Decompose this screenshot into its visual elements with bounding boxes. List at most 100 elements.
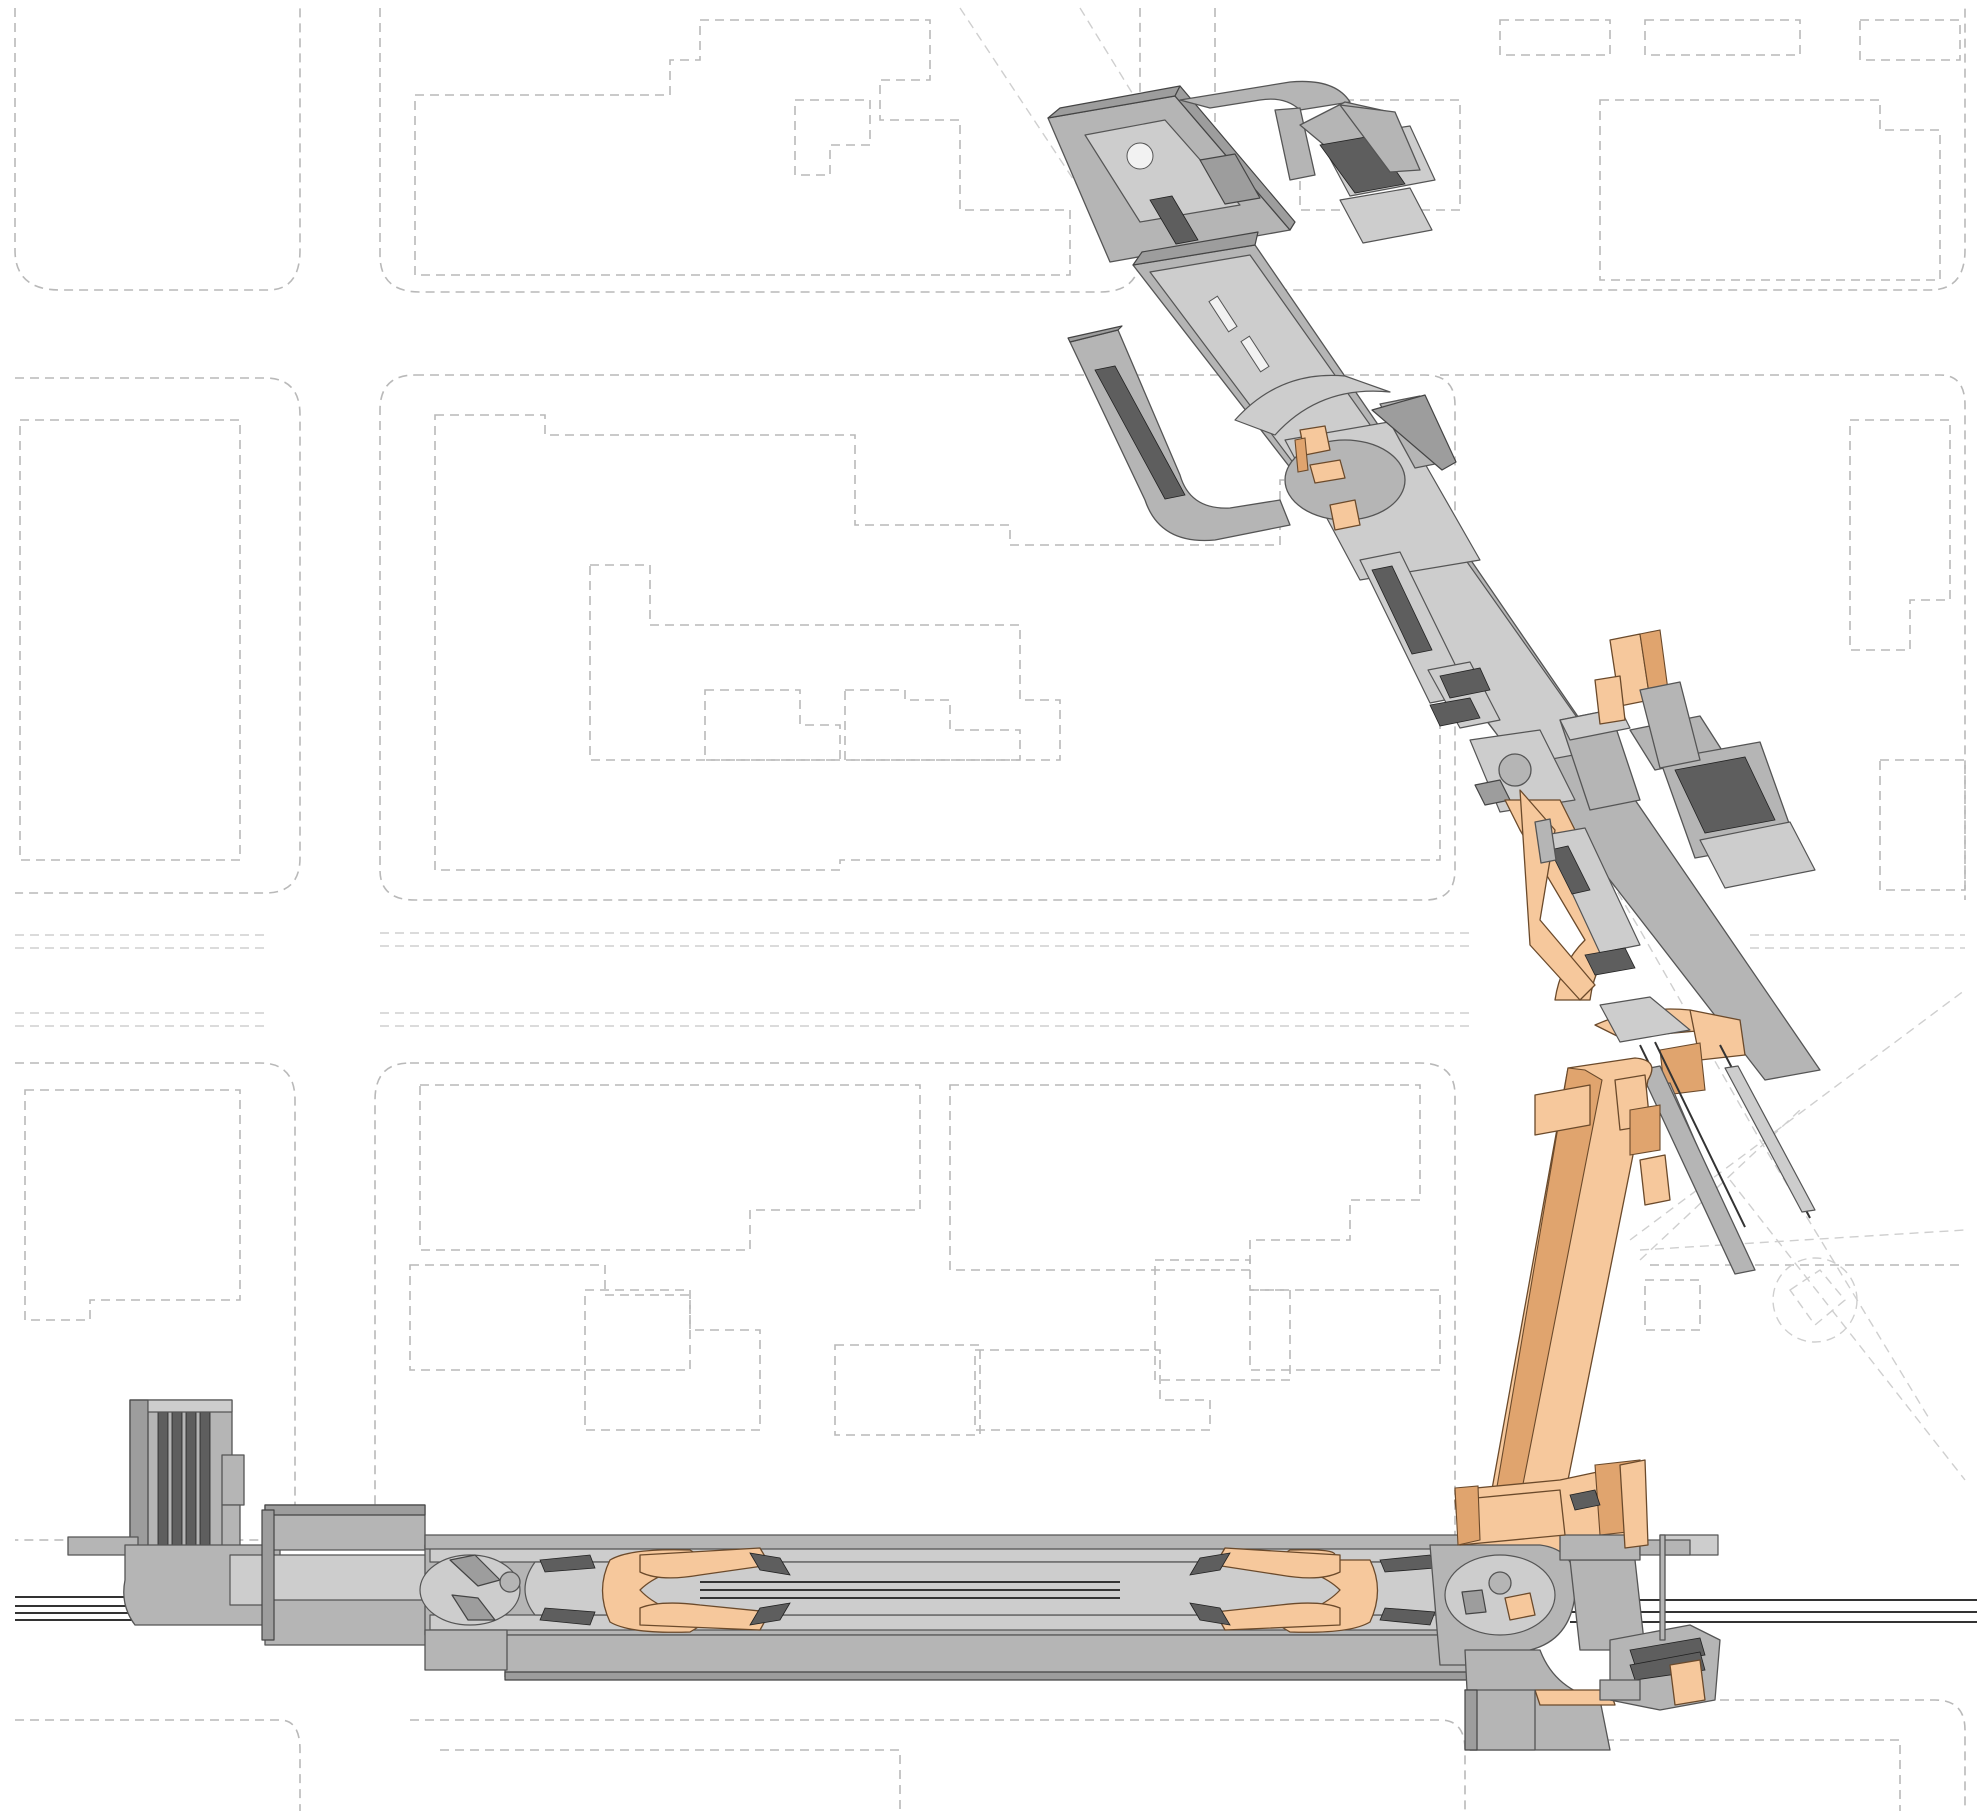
lift-shaft <box>499 1571 521 1593</box>
building-footprint <box>834 1344 981 1436</box>
escalator <box>185 1411 197 1558</box>
lower-platform-wall <box>504 1634 1476 1678</box>
west-corridor-wall <box>264 1504 426 1516</box>
building-footprint <box>1849 419 1951 651</box>
city-block <box>15 1062 296 1541</box>
lower-station <box>67 1399 1721 1751</box>
building-footprint <box>844 689 1021 761</box>
southeast-orange-stair <box>1534 1689 1616 1706</box>
escalator <box>1549 845 1591 895</box>
north-mezzanine <box>1084 119 1241 223</box>
platform-end <box>1599 996 1691 1043</box>
city-block <box>1440 374 1966 900</box>
east-service <box>1599 1679 1641 1701</box>
orange-stair <box>639 1547 771 1579</box>
east-rotunda <box>1444 1554 1556 1636</box>
southeast-block-side <box>1464 1689 1478 1751</box>
orange-stair <box>639 1602 771 1631</box>
building-footprint <box>949 1084 1421 1271</box>
building-footprint <box>584 1289 761 1431</box>
lift-shaft <box>1488 1571 1512 1595</box>
road-line <box>1750 934 1965 949</box>
stair-block <box>451 1594 496 1621</box>
tower-roof <box>147 1399 233 1413</box>
stair-orange <box>1329 499 1361 531</box>
city-block <box>374 1062 1456 1541</box>
road-line <box>1079 7 1931 1421</box>
lift-shaft <box>1534 818 1557 864</box>
stair-block <box>1199 153 1261 205</box>
west-platform-block <box>424 1629 508 1671</box>
road-line <box>380 1012 1470 1027</box>
building-footprint <box>1499 19 1611 56</box>
roundabout-island <box>1789 1269 1846 1327</box>
city-block <box>410 1719 1466 1811</box>
escalator <box>1319 135 1406 194</box>
building-footprint <box>1560 1739 1901 1811</box>
building-footprint <box>1249 1289 1441 1371</box>
escalator <box>1584 947 1636 976</box>
building-footprint <box>1644 19 1801 56</box>
road-line <box>1629 989 1966 1241</box>
east-portal-wall <box>1559 1534 1641 1561</box>
building-footprint <box>434 414 1441 871</box>
west-escalator-hall <box>1069 329 1291 542</box>
building-footprint <box>1859 19 1961 61</box>
lift-shaft <box>1126 142 1154 170</box>
west-escalator-wall <box>1067 325 1123 343</box>
east-ramp <box>1699 821 1816 889</box>
escalator <box>1674 756 1776 834</box>
building-footprint <box>974 1349 1211 1431</box>
city-block <box>379 8 1141 293</box>
road-line <box>1729 1179 1966 1481</box>
escalator <box>1094 365 1186 500</box>
lower-platform-wall <box>424 1534 1471 1550</box>
track-line <box>1654 1041 1746 1228</box>
orange-stair <box>1504 1592 1536 1621</box>
building-footprint <box>1154 1259 1291 1381</box>
road-line <box>1639 1229 1966 1251</box>
building-footprint <box>24 1089 241 1321</box>
escalator <box>1629 1637 1706 1666</box>
escalator <box>1189 1602 1231 1626</box>
city-block <box>15 377 301 894</box>
escalator <box>199 1411 211 1558</box>
escalator <box>1569 1489 1601 1511</box>
building-footprint <box>1644 1279 1701 1331</box>
building-footprint <box>440 1749 901 1811</box>
city-block <box>15 1719 301 1811</box>
east-orange-stair <box>1669 1659 1706 1706</box>
roundabout <box>1772 1257 1858 1343</box>
city-block <box>1540 1699 1966 1811</box>
west-stair-hall <box>419 1554 521 1626</box>
building-footprint <box>419 1084 921 1251</box>
west-concourse-slab <box>229 1554 431 1606</box>
escalator <box>749 1552 791 1576</box>
east-service-block <box>1371 394 1457 471</box>
building-footprint <box>414 19 1071 276</box>
building-footprint <box>409 1264 691 1371</box>
road-line <box>15 934 270 949</box>
lift-shaft <box>1498 753 1532 787</box>
northeast-roof <box>1339 104 1421 173</box>
escalator <box>1371 565 1433 655</box>
stair-orange <box>1294 437 1309 473</box>
building-footprint <box>794 99 871 176</box>
track-trench <box>1724 1065 1816 1213</box>
escalator <box>539 1554 596 1573</box>
city-block <box>14 8 301 291</box>
building-footprint <box>704 689 841 761</box>
east-plant-room <box>1639 681 1701 769</box>
lower-platform-wall <box>504 1671 1476 1681</box>
escalator <box>1189 1552 1231 1576</box>
escalator <box>1429 697 1481 727</box>
north-corridor <box>1274 107 1316 181</box>
east-stair-tower <box>1594 675 1626 725</box>
building-footprint <box>1599 99 1941 281</box>
escalator <box>1439 667 1491 699</box>
building-footprint <box>1879 759 1966 891</box>
escalator <box>1149 195 1199 245</box>
escalator <box>1629 1651 1706 1681</box>
escalator <box>539 1607 596 1626</box>
